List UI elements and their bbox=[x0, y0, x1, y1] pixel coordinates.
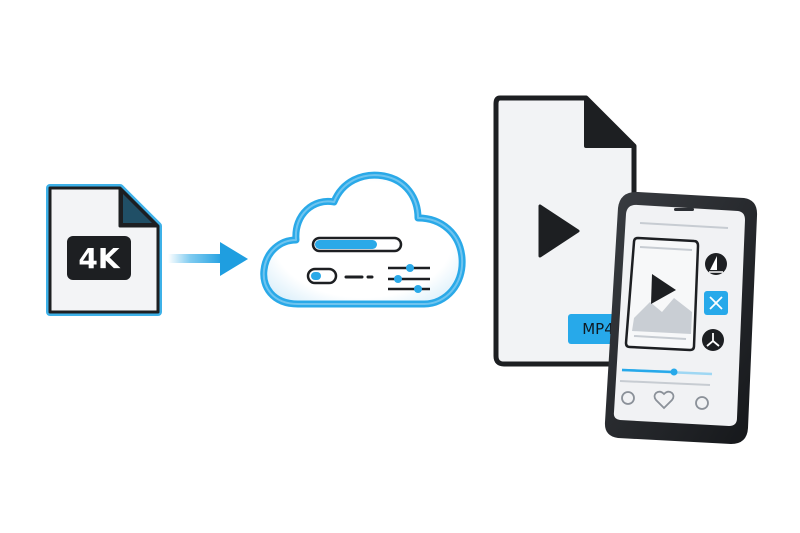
4k-badge: 4K bbox=[67, 236, 131, 280]
video-thumbnail bbox=[624, 236, 700, 352]
circle-icon bbox=[621, 391, 635, 405]
progress-bar-fill bbox=[315, 240, 377, 249]
share-icon bbox=[702, 329, 724, 351]
arrow-right-icon bbox=[168, 242, 248, 276]
sliders-icon bbox=[388, 264, 430, 293]
sailboat-icon bbox=[705, 253, 727, 275]
heart-icon bbox=[653, 390, 675, 410]
circle-icon bbox=[695, 396, 709, 410]
cloud-processing-icon bbox=[260, 171, 466, 308]
close-icon bbox=[704, 291, 728, 315]
smartphone bbox=[604, 191, 758, 444]
play-icon bbox=[538, 204, 580, 258]
